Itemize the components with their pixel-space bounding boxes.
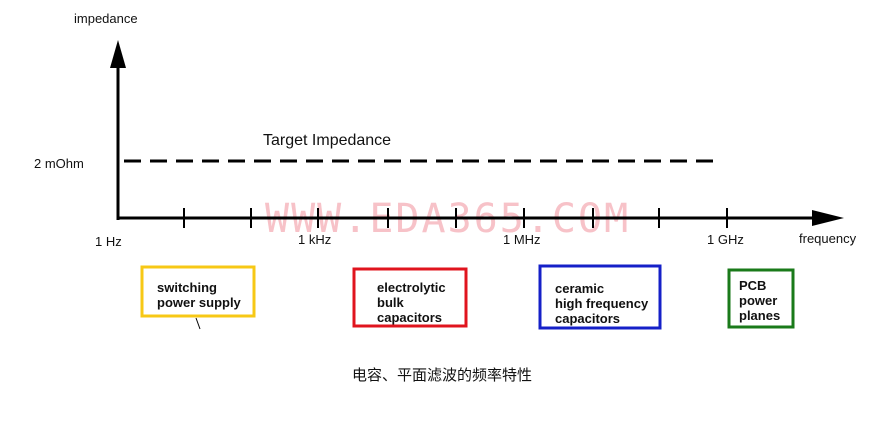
x-axis-arrow [812, 210, 844, 226]
electrolytic-bulk-capacitors-box: electrolytic bulk capacitors [352, 267, 468, 328]
box-line: switching [157, 280, 217, 295]
box-frame [727, 268, 795, 329]
box-line: capacitors [555, 311, 620, 326]
ceramic-high-frequency-capacitors-box: ceramic high frequency capacitors [538, 264, 662, 330]
box-line: high frequency [555, 296, 649, 311]
box-line: PCB [739, 278, 766, 293]
box-text: PCB power planes [739, 278, 781, 323]
x-tick-label-1ghz: 1 GHz [707, 232, 744, 247]
x-axis-ticks [183, 208, 728, 228]
x-tick-label-1mhz: 1 MHz [503, 232, 541, 247]
box-text: electrolytic bulk capacitors [377, 280, 449, 325]
y-axis-arrow [110, 40, 126, 68]
box-frame [352, 267, 468, 328]
box-line: power supply [157, 295, 242, 310]
box-frame [140, 265, 256, 318]
x-tick-label-1hz: 1 Hz [95, 234, 122, 249]
box-frame [538, 264, 662, 330]
box-text: ceramic high frequency capacitors [555, 281, 652, 326]
box-text: switching power supply [157, 280, 242, 310]
figure-caption: 电容、平面滤波的频率特性 [352, 366, 532, 384]
box-line: capacitors [377, 310, 442, 325]
pcb-power-planes-box: PCB power planes [727, 268, 795, 329]
switching-power-supply-box: switching power supply [140, 265, 256, 318]
box-line: bulk [377, 295, 404, 310]
x-axis-label: frequency [799, 231, 857, 246]
axes [110, 40, 844, 226]
x-tick-label-1khz: 1 kHz [298, 232, 331, 247]
box-line: power [739, 293, 777, 308]
target-impedance-label: Target Impedance [263, 132, 391, 149]
y-axis-label: impedance [74, 11, 138, 26]
box-line: planes [739, 308, 780, 323]
pointer-mark [195, 317, 201, 330]
box-line: electrolytic [377, 280, 446, 295]
box-line: ceramic [555, 281, 604, 296]
y-tick-label: 2 mOhm [34, 156, 84, 171]
